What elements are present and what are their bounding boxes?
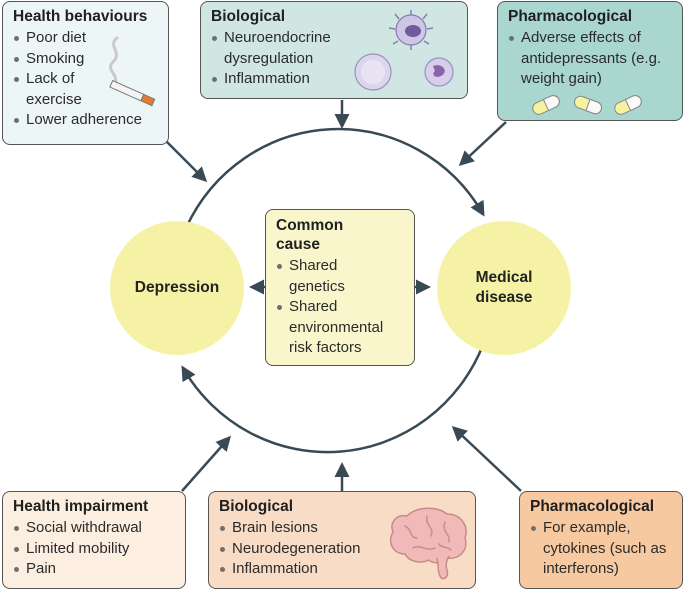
biological-bottom-title: Biological <box>219 498 294 515</box>
cycle-arc-top <box>184 127 485 229</box>
biological-bottom-list: Brain lesions Neurodegeneration Inflamma… <box>219 518 465 580</box>
list-item: For example, cytokines (such as interfer… <box>530 518 672 580</box>
list-item: Pain <box>13 559 175 580</box>
depression-label: Depression <box>134 279 220 296</box>
brain-icon <box>389 507 467 580</box>
list-item: Smoking <box>13 49 105 70</box>
list-item: Lower adherence <box>13 110 176 131</box>
health-impairment-list: Social withdrawal Limited mobility Pain <box>13 518 175 580</box>
list-item: Neurodegeneration <box>219 539 465 560</box>
list-item: Adverse effects of antidepressants (e.g.… <box>508 28 676 90</box>
immune-cells-icon <box>354 10 454 91</box>
list-item: Inflammation <box>219 559 465 580</box>
health-behaviours-title: Health behaviours <box>13 8 148 25</box>
capsules-icon <box>532 95 642 115</box>
cycle-arc-bottom <box>181 344 485 454</box>
list-item: Lack of exercise <box>13 69 105 110</box>
arrow-pharmacological-top <box>458 121 507 167</box>
list-item: Shared genetics <box>276 256 374 297</box>
pharmacological-bottom-box: Pharmacological For example, cytokines (… <box>519 491 683 589</box>
list-item: Poor diet <box>13 28 105 49</box>
common-cause-box: Common cause Shared genetics Shared envi… <box>265 209 415 366</box>
list-item: Inflammation <box>211 69 351 90</box>
pharmacological-bottom-list: For example, cytokines (such as interfer… <box>530 518 672 580</box>
health-behaviours-box: Health behaviours Poor diet Smoking Lack… <box>2 1 169 145</box>
common-cause-list: Shared genetics Shared environmental ris… <box>276 256 404 359</box>
medical-disease-label: Medical disease <box>475 269 533 306</box>
biological-top-title: Biological <box>211 8 286 25</box>
health-behaviours-list: Poor diet Smoking Lack of exercise Lower… <box>13 28 142 131</box>
arrow-pharmacological-bottom <box>451 425 522 492</box>
health-impairment-box: Health impairment Social withdrawal Limi… <box>2 491 186 589</box>
common-cause-title: Common cause <box>276 217 344 253</box>
biological-bottom-box: Biological Brain lesions Neurodegenerati… <box>208 491 476 589</box>
pharmacological-top-box: Pharmacological Adverse effects of antid… <box>497 1 683 121</box>
pharmacological-top-title: Pharmacological <box>508 8 633 25</box>
list-item: Brain lesions <box>219 518 465 539</box>
depression-node: Depression <box>110 221 244 355</box>
list-item: Shared environmental risk factors <box>276 297 404 359</box>
biological-top-list: Neuroendocrine dysregulation Inflammatio… <box>211 28 351 90</box>
arrow-health-behaviours <box>164 139 208 183</box>
biological-top-box: Biological Neuroendocrine dysregulation … <box>200 1 468 99</box>
cigarette-icon <box>109 36 156 107</box>
medical-disease-node: Medical disease <box>437 221 571 355</box>
health-impairment-title: Health impairment <box>13 498 149 515</box>
pharmacological-bottom-title: Pharmacological <box>530 498 655 515</box>
arrow-health-impairment <box>181 435 231 492</box>
list-item: Limited mobility <box>13 539 175 560</box>
pharmacological-top-list: Adverse effects of antidepressants (e.g.… <box>508 28 676 90</box>
list-item: Social withdrawal <box>13 518 175 539</box>
list-item: Neuroendocrine dysregulation <box>211 28 351 69</box>
